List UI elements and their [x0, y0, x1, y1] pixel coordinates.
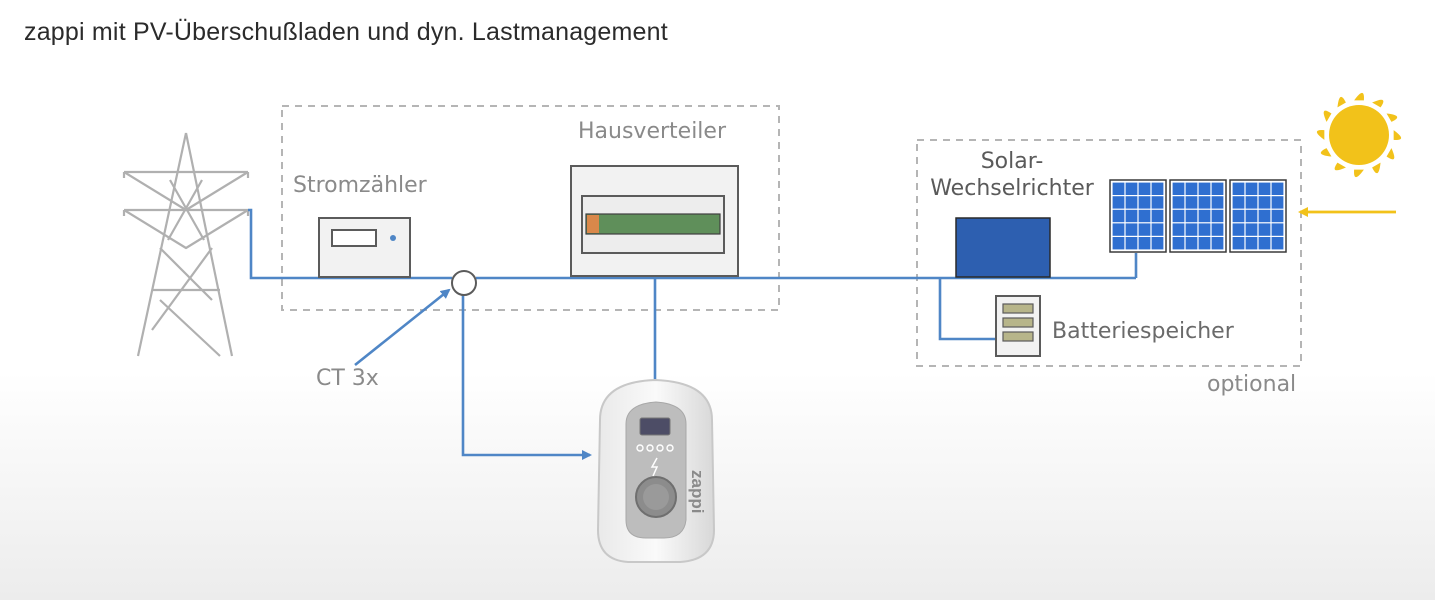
solar-cell — [1151, 196, 1164, 209]
solar-cell — [1211, 237, 1224, 250]
solar-cell — [1151, 237, 1164, 250]
sun-ray — [1386, 113, 1398, 122]
solar-cell — [1198, 209, 1211, 223]
sun-ray — [1316, 130, 1325, 140]
solar-cell — [1211, 209, 1224, 223]
sun-ray — [1323, 110, 1332, 122]
solar-cell — [1112, 182, 1125, 195]
house-boundary-box — [281, 105, 780, 311]
inverter-label-line2: Wechselrichter — [930, 176, 1094, 201]
solar-cell — [1172, 196, 1185, 209]
sun-ray — [1334, 162, 1346, 171]
sun-icon — [1316, 92, 1402, 178]
sun-ray — [1372, 99, 1384, 108]
solar-cell — [1198, 237, 1211, 250]
solar-cell — [1232, 237, 1245, 250]
solar-cell — [1232, 209, 1245, 223]
solar-cell — [1185, 209, 1198, 223]
solar-cell — [1258, 223, 1271, 236]
solar-cell — [1198, 182, 1211, 195]
solar-cell — [1271, 209, 1284, 223]
distribution-board-icon — [570, 165, 739, 277]
solar-cell — [1112, 209, 1125, 223]
solar-cell — [1271, 223, 1284, 236]
solar-cell — [1245, 223, 1258, 236]
solar-cell — [1151, 223, 1164, 236]
sun-ray — [1393, 130, 1402, 140]
solar-cell — [1125, 196, 1138, 209]
battery-label: Batteriespeicher — [1052, 319, 1234, 344]
ct-label: CT 3x — [316, 366, 379, 391]
solar-cell — [1185, 237, 1198, 250]
solar-cell — [1198, 196, 1211, 209]
solar-cell — [1245, 209, 1258, 223]
solar-cell — [1138, 182, 1151, 195]
sun-ray — [1320, 148, 1332, 157]
diagram-title: zappi mit PV-Überschußladen und dyn. Las… — [24, 18, 668, 46]
solar-cell — [1185, 196, 1198, 209]
solar-cell — [1172, 182, 1185, 195]
solar-cell — [1138, 237, 1151, 250]
power-pylon-icon — [122, 132, 250, 357]
sun-ray — [1386, 148, 1395, 160]
solar-cell — [1245, 182, 1258, 195]
sun-ray — [1354, 92, 1364, 101]
solar-cell — [1258, 182, 1271, 195]
solar-cell — [1125, 209, 1138, 223]
zappi-charger-icon — [596, 378, 716, 563]
solar-cell — [1232, 223, 1245, 236]
solar-cell — [1232, 196, 1245, 209]
solar-inverter-icon — [955, 217, 1051, 278]
solar-cell — [1211, 182, 1224, 195]
solar-panels-icon — [1109, 179, 1287, 253]
solar-cell — [1271, 237, 1284, 250]
optional-label: optional — [1207, 372, 1297, 397]
solar-cell — [1211, 196, 1224, 209]
solar-cell — [1112, 237, 1125, 250]
zappi-brand-label: zappi — [688, 470, 707, 513]
solar-cell — [1151, 209, 1164, 223]
solar-cell — [1125, 223, 1138, 236]
solar-cell — [1112, 223, 1125, 236]
wiring-lines — [248, 207, 1396, 460]
solar-cell — [1258, 196, 1271, 209]
solar-cell — [1125, 182, 1138, 195]
solar-cell — [1112, 196, 1125, 209]
solar-cell — [1172, 223, 1185, 236]
sun-ray — [1354, 169, 1364, 178]
ct-sensor-icon — [451, 270, 477, 296]
electricity-meter-icon — [318, 217, 411, 278]
battery-storage-icon — [995, 295, 1041, 357]
solar-cell — [1185, 223, 1198, 236]
solar-cell — [1125, 237, 1138, 250]
solar-cell — [1271, 182, 1284, 195]
meter-label: Stromzähler — [293, 173, 427, 198]
sun-ray — [1372, 162, 1381, 174]
solar-cell — [1258, 237, 1271, 250]
solar-cell — [1258, 209, 1271, 223]
solar-cell — [1172, 237, 1185, 250]
solar-cell — [1198, 223, 1211, 236]
inverter-label-line1: Solar- — [980, 149, 1044, 174]
solar-cell — [1232, 182, 1245, 195]
sun-core — [1329, 105, 1389, 165]
solar-cell — [1138, 209, 1151, 223]
solar-cell — [1245, 237, 1258, 250]
solar-cell — [1271, 196, 1284, 209]
solar-cell — [1172, 209, 1185, 223]
sun-ray — [1337, 96, 1346, 108]
solar-cell — [1185, 182, 1198, 195]
solar-cell — [1211, 223, 1224, 236]
solar-cell — [1151, 182, 1164, 195]
solar-cell — [1138, 196, 1151, 209]
distribution-board-label: Hausverteiler — [578, 119, 726, 144]
solar-cell — [1138, 223, 1151, 236]
solar-cell — [1245, 196, 1258, 209]
inverter-label: Solar- Wechselrichter — [924, 148, 1100, 202]
optional-boundary-box — [916, 139, 1302, 367]
